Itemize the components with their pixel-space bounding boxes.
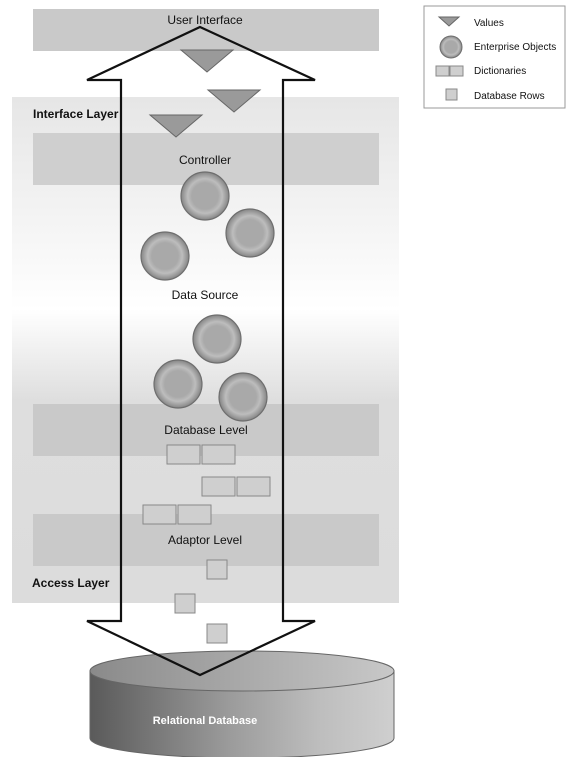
enterprise-object — [180, 171, 230, 221]
relational-database-label: Relational Database — [153, 715, 258, 727]
database-level-label: Database Level — [164, 423, 247, 437]
legend-dictionaries-label: Dictionaries — [474, 66, 526, 77]
database-row — [174, 593, 196, 614]
enterprise-object — [153, 359, 203, 409]
legend-values-label: Values — [474, 18, 504, 29]
dictionary — [166, 444, 236, 465]
legend-database-row-icon — [445, 88, 458, 101]
legend: Values Enterprise Objects Dictionaries D… — [423, 5, 566, 109]
legend-database-rows-label: Database Rows — [474, 91, 545, 102]
value-triangle — [179, 49, 235, 73]
enterprise-object — [140, 231, 190, 281]
enterprise-object — [225, 208, 275, 258]
database-row — [206, 559, 228, 580]
enterprise-object — [218, 372, 268, 422]
legend-values-icon — [437, 16, 461, 27]
value-triangle — [148, 114, 204, 138]
data-flow-arrow — [86, 25, 316, 677]
adaptor-level-label: Adaptor Level — [168, 533, 242, 547]
user-interface-label: User Interface — [167, 13, 243, 27]
controller-label: Controller — [179, 153, 231, 167]
database-row — [206, 623, 228, 644]
dictionary — [201, 476, 271, 497]
interface-layer-label: Interface Layer — [33, 107, 119, 121]
legend-enterprise-object-icon — [439, 35, 463, 59]
enterprise-object — [192, 314, 242, 364]
legend-enterprise-objects-label: Enterprise Objects — [474, 42, 556, 53]
relational-database-cylinder — [89, 650, 395, 757]
data-source-label: Data Source — [172, 288, 239, 302]
dictionary — [142, 504, 212, 525]
access-layer-label: Access Layer — [32, 576, 110, 590]
legend-dictionaries-icon — [435, 65, 464, 77]
value-triangle — [206, 89, 262, 113]
